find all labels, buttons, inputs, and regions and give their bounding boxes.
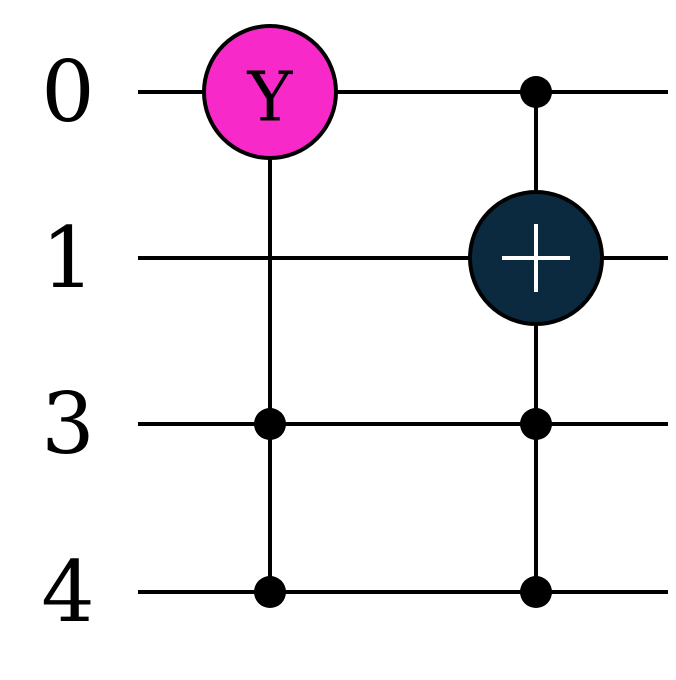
qubit-label-4: 4 — [41, 543, 94, 641]
x-gate-control-dot-4 — [520, 576, 552, 608]
qubit-label-0: 0 — [41, 43, 94, 141]
qubit-label-1: 1 — [41, 209, 94, 307]
x-gate-control-dot-3 — [520, 408, 552, 440]
x-gate-control-dot-0 — [520, 76, 552, 108]
qubit-label-3: 3 — [41, 375, 94, 473]
y-gate-control-dot-4 — [254, 576, 286, 608]
y-gate-label: Y — [247, 59, 294, 138]
y-gate — [202, 24, 338, 160]
y-gate-control-dot-3 — [254, 408, 286, 440]
